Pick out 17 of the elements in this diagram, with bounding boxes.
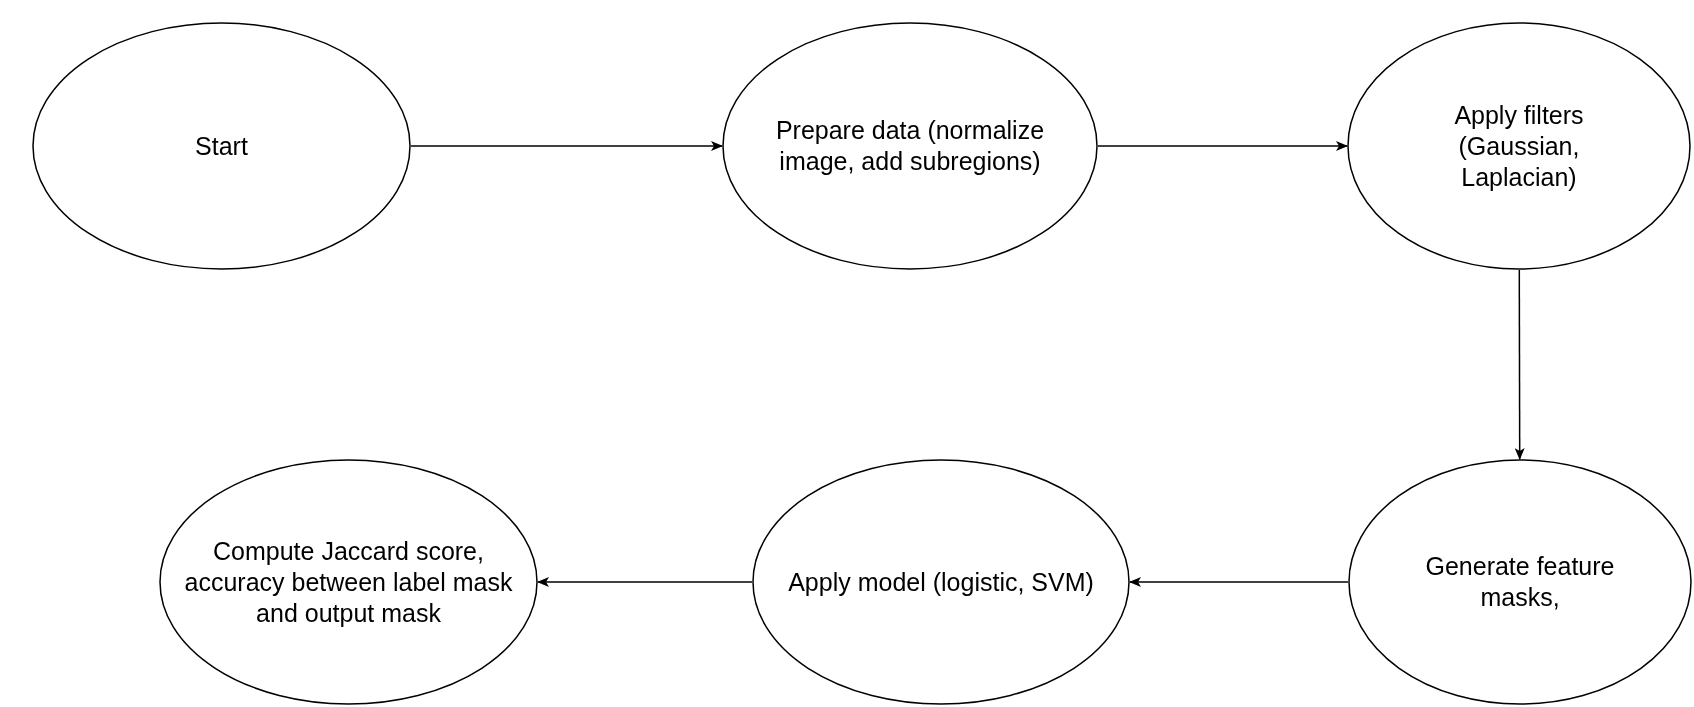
node-label: Compute Jaccard score, accuracy between label mask and output mask: [183, 535, 514, 629]
node-label: Generate feature masks,: [1424, 551, 1616, 613]
node-label: Start: [195, 130, 248, 162]
process-ellipse: [1348, 459, 1692, 705]
arrow: [537, 577, 753, 587]
node-label: Apply model (logistic, SVM): [788, 566, 1094, 598]
process-ellipse: [1347, 22, 1691, 270]
arrow: [410, 141, 723, 151]
arrow: [1514, 269, 1525, 460]
node-label: Apply filters (Gaussian, Laplacian): [1453, 99, 1585, 193]
node-label: Prepare data (normalize image, add subregions): [774, 115, 1046, 177]
process-ellipse: [32, 22, 411, 270]
arrow: [1129, 577, 1349, 587]
process-ellipse: [752, 459, 1130, 705]
arrow: [1097, 141, 1348, 151]
process-ellipse: [159, 459, 538, 705]
process-ellipse: [722, 22, 1098, 270]
